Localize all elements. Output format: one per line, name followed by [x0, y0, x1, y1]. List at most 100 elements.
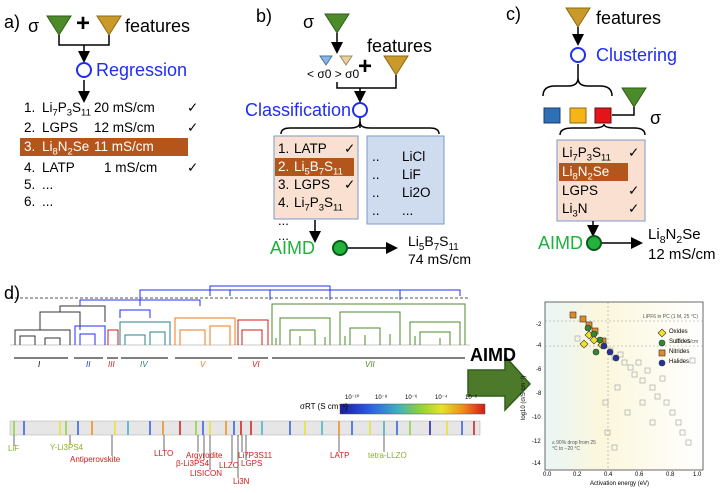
- features-label: features: [125, 16, 191, 36]
- cluster-red-square: [594, 107, 612, 124]
- list-item: 2. LGPS 12 mS/cm ✓: [24, 120, 199, 135]
- check-icon: ✓: [187, 160, 199, 175]
- panel-c-label: c): [506, 4, 521, 24]
- inset-ytick: -6: [536, 367, 542, 373]
- list-item-highlighted: Li8N2Se: [559, 163, 628, 183]
- inset-ytick: -12: [532, 439, 541, 445]
- material-label: LLZO: [219, 461, 240, 470]
- colorbar-tick: 10⁻¹⁰: [345, 395, 360, 401]
- list-item: 3. LGPS ✓: [278, 177, 356, 192]
- list-item-highlighted: 2. Li5B7S11: [275, 158, 354, 178]
- aimd-label: AIMD: [538, 233, 583, 253]
- list-item: Li7P3S11 ✓: [562, 144, 642, 164]
- panel-a-label: a): [4, 12, 21, 32]
- features-triangle-icon: [565, 7, 591, 28]
- sigma-label: σ: [303, 12, 315, 32]
- list-item: 6. ...: [24, 194, 54, 209]
- clustering-node-icon: [570, 47, 586, 63]
- ellipsis: ...: [278, 213, 289, 228]
- inset-xtick: 1.0: [693, 472, 702, 478]
- aimd-node-icon: [586, 235, 602, 251]
- ellipsis: ...: [278, 228, 289, 243]
- list-item: ..Li2O: [372, 185, 431, 200]
- inset-reference-label: 10⁻⁴ S/cm: [675, 339, 699, 345]
- material-name: Li8N2Se: [42, 139, 90, 158]
- inset-scatter-plot: [544, 301, 704, 471]
- colorbar-label: σRT (S cm⁻¹): [300, 402, 348, 411]
- clustering-label: Clustering: [596, 45, 678, 65]
- material-label: LiF: [8, 444, 20, 453]
- threshold-label: < σ0 > σ0: [307, 67, 360, 81]
- check-icon: ✓: [628, 183, 640, 198]
- material-name: Li7P3S11: [294, 195, 343, 214]
- legend-item: Nitrides: [669, 349, 690, 355]
- inset-xtick: 0.6: [635, 472, 644, 478]
- classification-positive-box: [273, 135, 359, 220]
- dendrogram: [10, 285, 470, 359]
- list-item: 1. LATP ✓: [278, 141, 356, 156]
- cluster-label: V: [200, 360, 206, 369]
- features-label: features: [596, 8, 662, 28]
- low-sigma-triangle-icon: [319, 55, 333, 66]
- material-label: Argyrodite: [186, 451, 223, 460]
- panel-b-graphics: [273, 13, 445, 254]
- list-item: 4. Li7P3S11: [278, 194, 356, 214]
- features-label: features: [367, 36, 433, 56]
- list-item: 4. LATP 1 mS/cm ✓: [24, 160, 199, 175]
- panel-a-graphics: [46, 15, 122, 103]
- colorbar-tick: 10⁻⁴: [435, 395, 448, 401]
- check-icon: ✓: [628, 201, 640, 216]
- plus-sign: +: [76, 10, 91, 37]
- conductivity-colorbar: [339, 403, 486, 415]
- material-name: Li5B7S11: [294, 159, 343, 178]
- material-label: LISICON: [190, 469, 223, 478]
- legend-item: Halides: [669, 359, 690, 365]
- aimd-node-icon: [332, 240, 348, 256]
- material-label: LLTO: [154, 449, 174, 458]
- colorbar-tick: 10⁻⁸: [375, 395, 388, 401]
- result-material: Li8N2Se: [648, 226, 701, 246]
- colorbar-tick: 10⁻²: [465, 395, 477, 401]
- sigma-triangle-icon: [324, 13, 350, 34]
- panel-b-label: b): [256, 6, 273, 26]
- list-item: ..LiCl: [372, 149, 426, 164]
- high-sigma-triangle-icon: [339, 55, 353, 66]
- inset-ytick: -4: [536, 343, 542, 349]
- material-label: Li7P3S11: [238, 451, 273, 460]
- material-label: β-Li3PS4: [176, 459, 210, 468]
- material-label: LATP: [330, 451, 350, 460]
- classification-label: Classification: [245, 100, 352, 120]
- cluster-yellow-square: [569, 107, 587, 124]
- check-icon: ✓: [187, 120, 199, 135]
- result-conductivity: 74 mS/cm: [408, 251, 472, 267]
- list-item: 5. ...: [24, 177, 54, 192]
- sigma-label: σ: [650, 108, 662, 128]
- list-item: LGPS ✓: [562, 183, 640, 198]
- cluster-blue-square: [543, 107, 561, 124]
- panel-d-label: d): [4, 283, 21, 303]
- material-label: Y-Li3PS4: [50, 443, 84, 452]
- material-label: Li3N: [233, 477, 250, 486]
- inset-ylabel: log10 (σ/S cm⁻¹): [521, 375, 527, 420]
- classification-node-icon: [352, 102, 368, 118]
- inset-note: ≤ 90% drop from 25 °C to −20 °C: [552, 440, 596, 452]
- list-item: ..LiF: [372, 167, 421, 182]
- material-label: tetra-LLZO: [368, 451, 407, 460]
- inset-ytick: -14: [532, 461, 541, 467]
- check-icon: ✓: [344, 177, 356, 192]
- materials-strip: [9, 420, 481, 478]
- legend-item: Oxides: [669, 329, 688, 335]
- regression-node-icon: [76, 62, 92, 78]
- material-name: Li3N: [562, 201, 588, 220]
- material-name: Li7P3S11: [562, 145, 611, 164]
- material-label: Antiperovskite: [70, 455, 121, 464]
- features-triangle-icon: [383, 55, 409, 76]
- inset-ytick: -10: [532, 415, 541, 421]
- colorbar-tick: 10⁻⁶: [405, 395, 418, 401]
- material-label: LGPS: [241, 459, 263, 468]
- sigma-triangle-icon: [46, 15, 72, 36]
- legend-item: Sulfides: [669, 339, 691, 345]
- cluster-label: VI: [252, 360, 260, 369]
- inset-xtick: 0.4: [604, 472, 613, 478]
